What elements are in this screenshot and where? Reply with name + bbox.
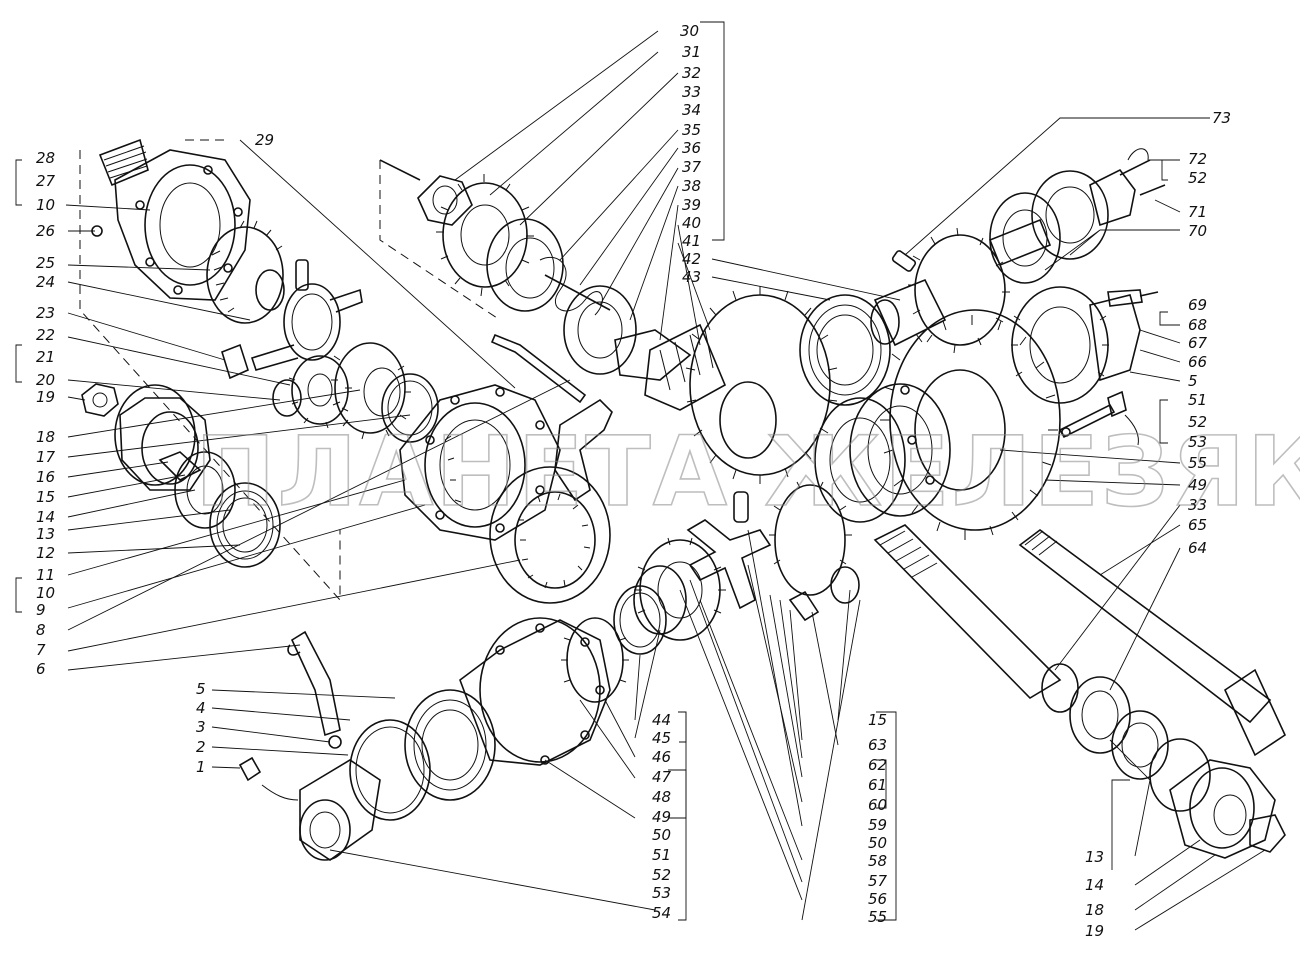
- label-50b: 50: [868, 834, 887, 852]
- label-11: 11: [36, 566, 55, 584]
- label-19b: 19: [1085, 922, 1104, 940]
- watermark-text: ПЛАНЕТА ЖЕЛЕЗЯКА: [195, 416, 1300, 528]
- label-24: 24: [36, 273, 55, 291]
- label-41: 41: [682, 232, 701, 250]
- label-58: 58: [868, 852, 887, 870]
- label-3: 3: [196, 718, 206, 736]
- label-23: 23: [36, 304, 55, 322]
- label-38: 38: [682, 177, 701, 195]
- label-15: 15: [36, 488, 55, 506]
- label-40: 40: [682, 214, 701, 232]
- label-51: 51: [1188, 391, 1207, 409]
- label-64: 64: [1188, 539, 1207, 557]
- label-36: 36: [682, 139, 701, 157]
- output-shaft-assembly: [1018, 529, 1287, 859]
- left-housing-assembly: [79, 138, 613, 604]
- label-47: 47: [652, 768, 672, 786]
- label-35: 35: [682, 121, 701, 139]
- label-63: 63: [868, 736, 887, 754]
- label-33: 33: [682, 83, 701, 101]
- label-52c: 52: [652, 866, 671, 884]
- label-33b: 33: [1188, 496, 1207, 514]
- label-26: 26: [36, 222, 55, 240]
- label-48: 48: [652, 788, 671, 806]
- label-5b: 5: [1188, 372, 1198, 390]
- label-69: 69: [1188, 296, 1207, 314]
- label-16: 16: [36, 468, 55, 486]
- label-61: 61: [868, 776, 887, 794]
- label-7: 7: [36, 641, 46, 659]
- label-53b: 53: [652, 884, 671, 902]
- label-31: 31: [682, 43, 701, 61]
- label-73: 73: [1212, 109, 1231, 127]
- label-4: 4: [196, 699, 206, 717]
- label-43: 43: [682, 268, 701, 286]
- label-68: 68: [1188, 316, 1207, 334]
- label-30: 30: [680, 22, 699, 40]
- callout-leader-lines: [65, 30, 1266, 931]
- label-29: 29: [255, 131, 274, 149]
- lower-differential-assembly: [238, 481, 860, 861]
- label-51b: 51: [652, 846, 671, 864]
- label-32: 32: [682, 64, 701, 82]
- label-15b: 15: [868, 711, 887, 729]
- label-34: 34: [682, 101, 701, 119]
- label-9: 9: [36, 601, 46, 619]
- label-55: 55: [1188, 454, 1207, 472]
- label-50: 50: [652, 826, 671, 844]
- label-67: 67: [1188, 334, 1208, 352]
- label-71: 71: [1188, 203, 1207, 221]
- label-27: 27: [36, 172, 56, 190]
- label-62: 62: [868, 756, 887, 774]
- label-66: 66: [1188, 353, 1207, 371]
- label-45: 45: [652, 729, 671, 747]
- upper-bevel-shaft-assembly: [379, 159, 891, 484]
- label-14b: 14: [1085, 876, 1104, 894]
- label-55b: 55: [868, 908, 887, 926]
- label-52b: 52: [1188, 413, 1207, 431]
- label-56: 56: [868, 890, 887, 908]
- label-49: 49: [1188, 476, 1207, 494]
- label-44: 44: [652, 711, 671, 729]
- label-49b: 49: [652, 808, 671, 826]
- label-13: 13: [36, 525, 55, 543]
- right-gear-shaft-assembly: [814, 148, 1166, 713]
- label-5: 5: [196, 680, 206, 698]
- label-46: 46: [652, 748, 671, 766]
- label-17: 17: [36, 448, 56, 466]
- label-18b: 18: [1085, 901, 1104, 919]
- label-60: 60: [868, 796, 887, 814]
- label-53: 53: [1188, 433, 1207, 451]
- label-2: 2: [196, 738, 206, 756]
- label-65: 65: [1188, 516, 1207, 534]
- label-21: 21: [36, 348, 55, 366]
- label-70: 70: [1188, 222, 1207, 240]
- callout-brackets: [15, 21, 1168, 921]
- label-18: 18: [36, 428, 55, 446]
- label-6: 6: [36, 660, 46, 678]
- label-54: 54: [652, 904, 671, 922]
- label-72: 72: [1188, 150, 1207, 168]
- label-10b: 10: [36, 584, 55, 602]
- label-13b: 13: [1085, 848, 1104, 866]
- part-number-labels: 28 27 10 26 25 24 23 22 21 20 19 18 17 1…: [36, 22, 1231, 940]
- label-10: 10: [36, 196, 55, 214]
- label-39: 39: [682, 196, 701, 214]
- label-42: 42: [682, 250, 701, 268]
- label-8: 8: [36, 621, 46, 639]
- label-28: 28: [36, 149, 55, 167]
- label-1: 1: [196, 758, 206, 776]
- label-14: 14: [36, 508, 55, 526]
- label-37: 37: [682, 158, 702, 176]
- label-52: 52: [1188, 169, 1207, 187]
- label-22: 22: [36, 326, 55, 344]
- label-19: 19: [36, 388, 55, 406]
- label-57: 57: [868, 872, 888, 890]
- label-59: 59: [868, 816, 887, 834]
- label-20: 20: [36, 371, 55, 389]
- label-12: 12: [36, 544, 55, 562]
- label-25: 25: [36, 254, 55, 272]
